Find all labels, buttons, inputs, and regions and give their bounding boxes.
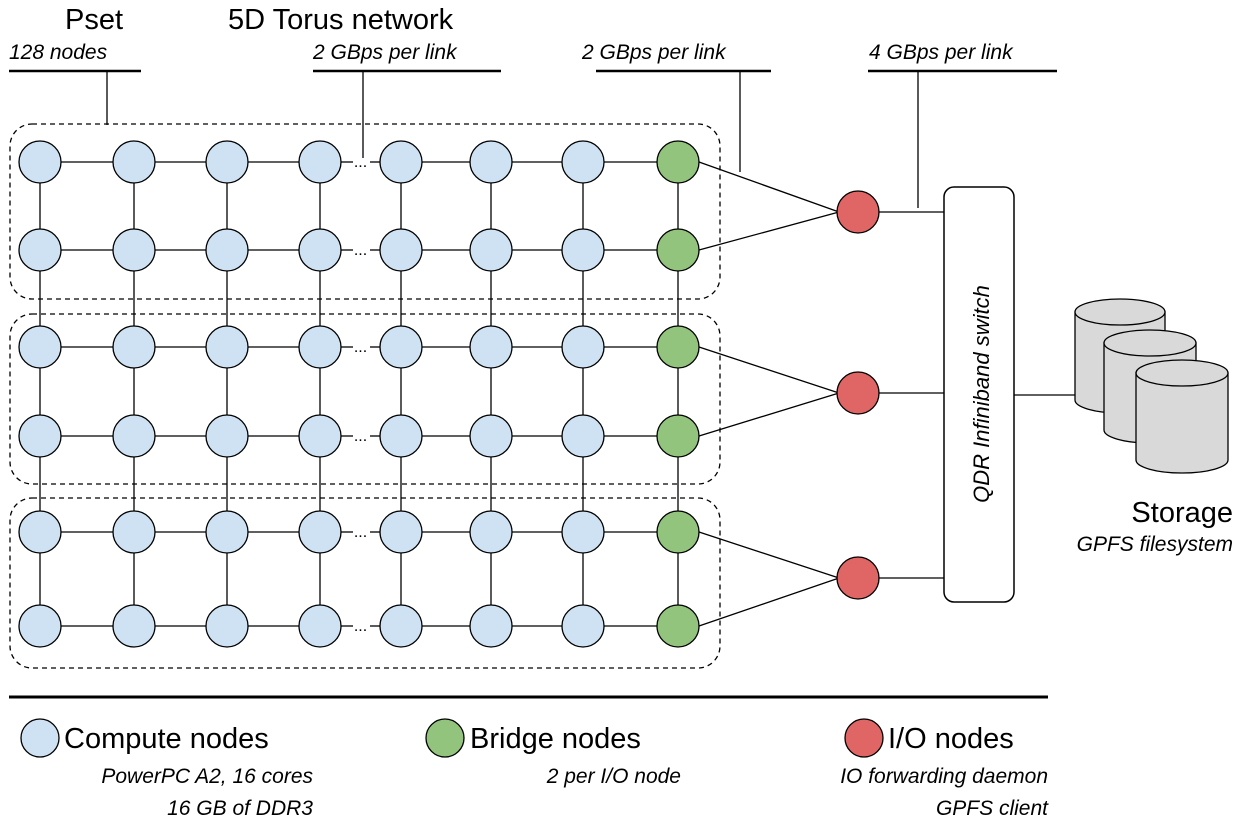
ellipsis-marker: ... xyxy=(354,242,367,259)
compute-node xyxy=(469,414,513,458)
compute-node xyxy=(561,414,605,458)
storage-subtitle: GPFS filesystem xyxy=(1077,533,1233,556)
bridge-io-link xyxy=(698,346,840,394)
compute-node xyxy=(18,414,62,458)
ellipsis-marker: ... xyxy=(354,524,367,541)
compute-node xyxy=(205,414,249,458)
compute-node xyxy=(469,325,513,369)
bridge-node xyxy=(656,325,700,369)
io-node xyxy=(836,190,880,234)
compute-node xyxy=(112,140,156,184)
compute-node xyxy=(18,140,62,184)
compute-node xyxy=(298,325,342,369)
legend-bridge-node-icon xyxy=(425,718,465,758)
switch-label: QDR Infiniband switch xyxy=(969,285,994,503)
io-node-group xyxy=(836,190,944,600)
compute-node xyxy=(469,228,513,272)
compute-node xyxy=(379,228,423,272)
compute-node xyxy=(18,325,62,369)
compute-node xyxy=(469,510,513,554)
legend-bridge-line1: 2 per I/O node xyxy=(546,765,681,788)
torus-title: 5D Torus network xyxy=(228,4,454,36)
ellipsis-marker: ... xyxy=(354,618,367,635)
compute-node xyxy=(298,228,342,272)
compute-node xyxy=(112,414,156,458)
pset-box-2 xyxy=(9,313,721,485)
compute-node xyxy=(298,510,342,554)
pset-boxes xyxy=(9,123,721,669)
compute-node xyxy=(379,604,423,648)
compute-node xyxy=(298,140,342,184)
legend-compute-line1: PowerPC A2, 16 cores xyxy=(101,765,313,788)
legend-io-title: I/O nodes xyxy=(888,723,1014,755)
compute-node xyxy=(298,414,342,458)
compute-node xyxy=(205,510,249,554)
legend-compute-line2: 16 GB of DDR3 xyxy=(167,797,313,820)
compute-node xyxy=(18,604,62,648)
pset-box-3 xyxy=(9,497,721,669)
legend-compute-node-icon xyxy=(20,718,60,758)
ellipsis-marker: ... xyxy=(354,339,367,356)
bridge-io-link xyxy=(698,161,840,213)
legend-io-line2: GPFS client xyxy=(936,797,1049,820)
compute-node xyxy=(18,228,62,272)
legend-io-node-icon xyxy=(844,718,884,758)
io-node xyxy=(836,556,880,600)
compute-node xyxy=(205,325,249,369)
torus-subtitle: 2 GBps per link xyxy=(312,41,458,64)
bridge-node xyxy=(656,414,700,458)
pset-subtitle: 128 nodes xyxy=(9,41,108,64)
bridge-io-link xyxy=(698,392,840,437)
bridge-io-link xyxy=(698,211,840,251)
compute-node xyxy=(561,325,605,369)
legend-compute-title: Compute nodes xyxy=(64,723,269,755)
bridge-node xyxy=(656,140,700,184)
compute-node xyxy=(561,604,605,648)
pset-title: Pset xyxy=(65,4,123,36)
storage-title: Storage xyxy=(1131,497,1233,529)
compute-node xyxy=(379,325,423,369)
bridge-node xyxy=(656,604,700,648)
io-link-label: 4 GBps per link xyxy=(869,41,1014,64)
compute-node xyxy=(379,140,423,184)
compute-node xyxy=(205,228,249,272)
storage-disk-icon xyxy=(1135,359,1229,474)
compute-node xyxy=(469,140,513,184)
ellipsis-marker: ... xyxy=(354,428,367,445)
pset-box-1 xyxy=(9,123,721,300)
compute-node xyxy=(18,510,62,554)
compute-node xyxy=(561,228,605,272)
compute-node xyxy=(112,604,156,648)
compute-node xyxy=(205,604,249,648)
compute-node xyxy=(205,140,249,184)
bridge-node xyxy=(656,510,700,554)
legend-bridge-title: Bridge nodes xyxy=(470,723,641,755)
bridge-io-link xyxy=(698,531,840,579)
compute-node xyxy=(379,414,423,458)
compute-node xyxy=(112,325,156,369)
bridge-link-label: 2 GBps per link xyxy=(581,41,727,64)
bridge-io-link xyxy=(698,577,840,627)
storage-cylinders xyxy=(1074,298,1229,474)
compute-node xyxy=(379,510,423,554)
compute-node xyxy=(298,604,342,648)
compute-node xyxy=(112,510,156,554)
bridge-node xyxy=(656,228,700,272)
node-grid xyxy=(18,140,700,648)
network-links: .................. xyxy=(39,154,840,635)
compute-node xyxy=(469,604,513,648)
legend-io-line1: IO forwarding daemon xyxy=(840,765,1048,788)
io-node xyxy=(836,371,880,415)
compute-node xyxy=(112,228,156,272)
compute-node xyxy=(561,140,605,184)
compute-node xyxy=(561,510,605,554)
ellipsis-marker: ... xyxy=(354,154,367,171)
